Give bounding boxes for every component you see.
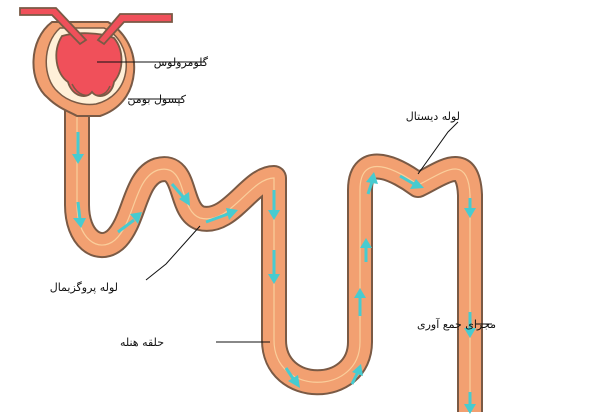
label-distal-tubule: لوله دیستال bbox=[406, 110, 460, 123]
label-glomerulus: گلومرولوس bbox=[154, 56, 209, 69]
leader-proximal-tubule bbox=[146, 226, 200, 280]
label-bowman-capsule: کپسول بومن bbox=[127, 93, 186, 106]
label-proximal-tubule: لوله پروگزیمال bbox=[50, 281, 118, 294]
label-loop-of-henle: حلقه هنله bbox=[120, 336, 164, 349]
label-collecting-duct: مجرای جمع آوری bbox=[417, 317, 496, 331]
